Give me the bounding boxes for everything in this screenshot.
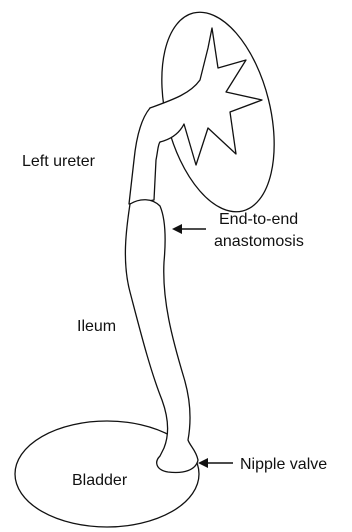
anastomosis-label-line2: anastomosis: [214, 232, 304, 251]
bladder-label: Bladder: [72, 471, 127, 490]
left-ureter-label: Left ureter: [22, 152, 95, 171]
anastomosis-label-line1: End-to-end: [219, 210, 298, 229]
anastomosis-arrow-head: [172, 224, 182, 234]
nipple-valve-arrow-head: [198, 458, 208, 468]
nipple-valve-label: Nipple valve: [240, 455, 327, 474]
ileum-label: Ileum: [77, 317, 116, 336]
